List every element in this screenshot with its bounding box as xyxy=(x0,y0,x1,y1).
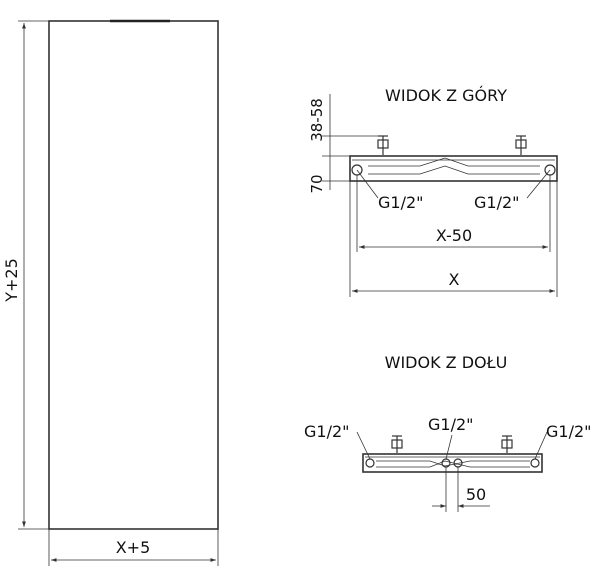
depth-label: 70 xyxy=(308,174,326,193)
bottom-right-bracket xyxy=(501,435,513,453)
bottom-right-connection-circle xyxy=(530,458,540,468)
total-width-label: X xyxy=(449,270,460,289)
bottom-left-connection-label: G1/2" xyxy=(304,422,350,441)
top-right-connection-label: G1/2" xyxy=(474,193,520,212)
bottom-view: WIDOK Z DOŁU G1/2" G1/2" G1/2" xyxy=(304,353,592,512)
bottom-view-title: WIDOK Z DOŁU xyxy=(385,353,508,372)
right-connection-leader xyxy=(526,169,551,199)
bottom-left-bracket xyxy=(391,435,403,453)
left-wall-bracket xyxy=(377,135,389,155)
height-label: Y+25 xyxy=(2,258,21,303)
spacing-label: 50 xyxy=(466,485,486,504)
left-connection-leader xyxy=(356,169,379,199)
radiator-top-body xyxy=(349,155,558,182)
top-left-connection-label: G1/2" xyxy=(378,193,424,212)
inner-width-label: X-50 xyxy=(436,226,472,245)
offset-label: 38-58 xyxy=(308,98,326,142)
right-wall-bracket xyxy=(515,135,527,155)
bottom-right-leader xyxy=(534,431,548,460)
bottom-center-connection-label: G1/2" xyxy=(428,415,474,434)
radiator-bottom-body xyxy=(362,453,543,473)
top-view: WIDOK Z GÓRY 38-58 70 G1/2" G1/2" xyxy=(308,86,558,297)
front-view: Y+25 X+5 xyxy=(2,19,219,566)
radiator-front-outline xyxy=(48,20,219,530)
bottom-left-connection-circle xyxy=(365,458,375,468)
bottom-pipe xyxy=(376,460,530,468)
width-label: X+5 xyxy=(116,538,151,557)
bottom-right-connection-label: G1/2" xyxy=(546,422,592,441)
bottom-center-leader xyxy=(445,434,453,460)
cross-pipe xyxy=(368,157,540,175)
bottom-left-leader xyxy=(356,431,371,460)
top-view-title: WIDOK Z GÓRY xyxy=(385,86,507,105)
